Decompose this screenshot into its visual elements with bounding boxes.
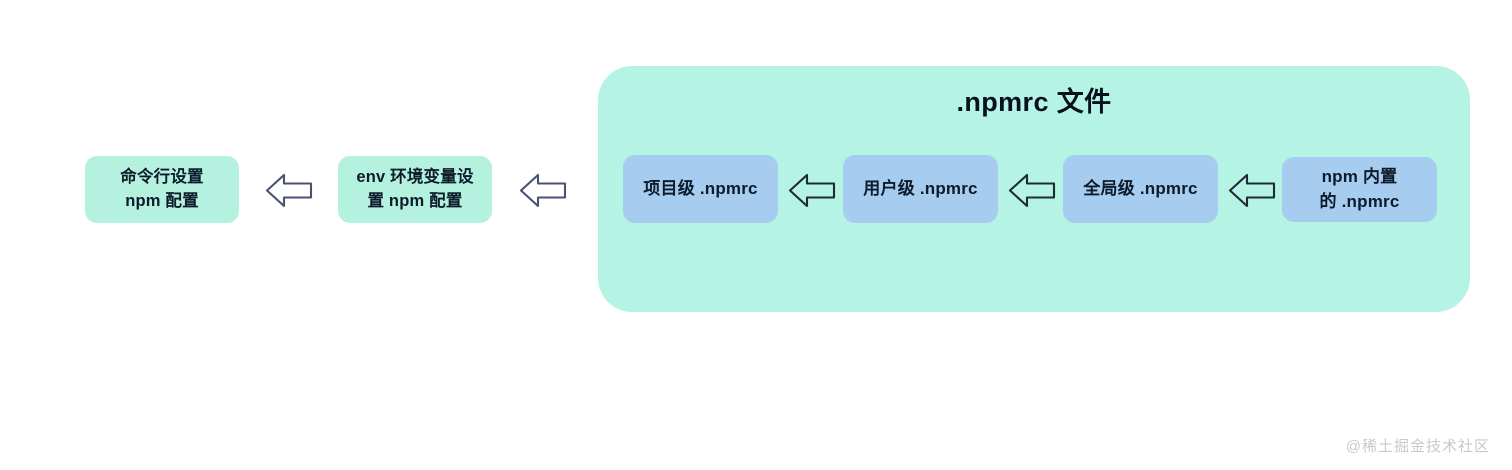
node-builtin-npmrc: npm 内置 的 .npmrc bbox=[1282, 157, 1437, 222]
arrow-builtin-to-global bbox=[1228, 172, 1276, 209]
node-env-config-label: env 环境变量设 置 npm 配置 bbox=[356, 168, 474, 210]
arrow-group-to-env bbox=[519, 172, 567, 209]
npmrc-group-container: .npmrc 文件 项目级 .npmrc 用户级 .npmrc 全局级 .npm… bbox=[598, 66, 1470, 312]
node-project-npmrc-label: 项目级 .npmrc bbox=[643, 178, 758, 198]
node-user-npmrc: 用户级 .npmrc bbox=[843, 155, 998, 223]
node-user-npmrc-label: 用户级 .npmrc bbox=[863, 178, 978, 198]
arrow-global-to-user bbox=[1008, 172, 1056, 209]
arrow-env-to-cli bbox=[265, 172, 313, 209]
node-env-config: env 环境变量设 置 npm 配置 bbox=[338, 156, 492, 223]
node-cli-config: 命令行设置 npm 配置 bbox=[85, 156, 239, 223]
npmrc-group-title: .npmrc 文件 bbox=[956, 87, 1112, 117]
arrow-left-icon bbox=[788, 173, 836, 208]
watermark: @稀土掘金技术社区 bbox=[1345, 438, 1490, 455]
arrow-left-icon bbox=[1228, 173, 1276, 208]
node-global-npmrc-label: 全局级 .npmrc bbox=[1083, 178, 1198, 198]
node-global-npmrc: 全局级 .npmrc bbox=[1063, 155, 1218, 223]
arrow-left-icon bbox=[1008, 173, 1056, 208]
node-builtin-npmrc-label: npm 内置 的 .npmrc bbox=[1319, 167, 1400, 211]
node-cli-config-label: 命令行设置 npm 配置 bbox=[120, 168, 204, 210]
node-project-npmrc: 项目级 .npmrc bbox=[623, 155, 778, 223]
arrow-user-to-project bbox=[788, 172, 836, 209]
arrow-left-icon bbox=[519, 173, 567, 208]
arrow-left-icon bbox=[265, 173, 313, 208]
